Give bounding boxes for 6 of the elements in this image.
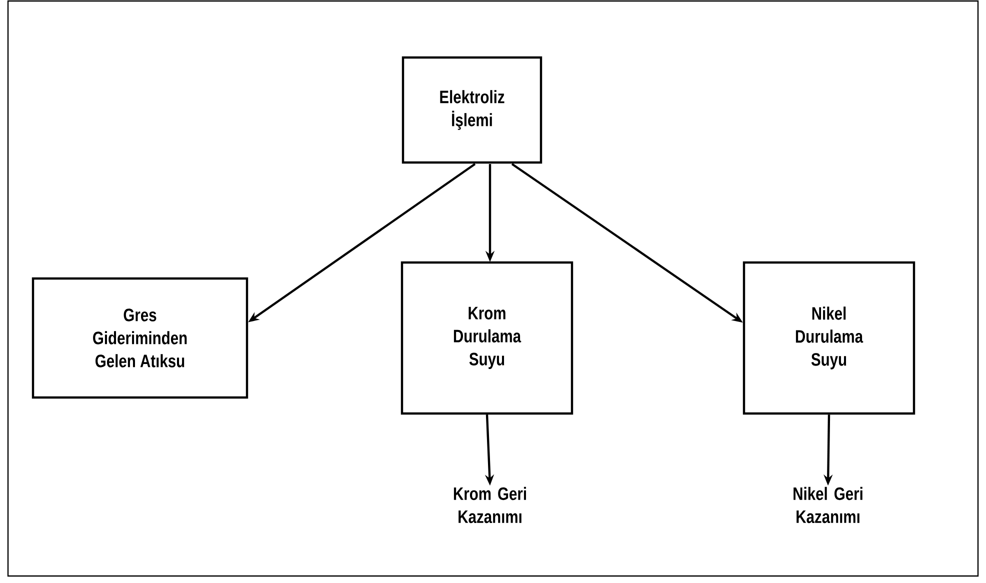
result-label: Krom Geri Kazanımı	[454, 486, 526, 524]
process-box: Gres Gideriminden Gelen Atıksu	[32, 277, 248, 399]
process-box: Krom Durulama Suyu	[400, 261, 574, 415]
process-box: Elektroliz İşlemi	[402, 56, 542, 164]
result-label: Nikel Geri Kazanımı	[794, 486, 862, 524]
process-box: Nikel Durulama Suyu	[742, 261, 916, 415]
